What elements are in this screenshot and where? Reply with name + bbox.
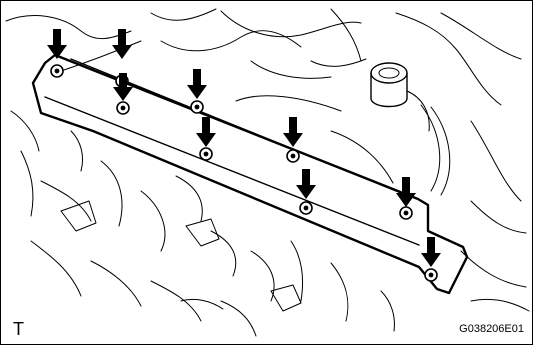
bolt-icon [190,100,204,114]
bolt-icon [199,147,213,161]
engine-cover [31,53,469,295]
engine-background [5,8,530,337]
down-arrow-icon [421,237,441,267]
down-arrow-icon [196,117,216,147]
bolt-icon [299,201,313,215]
bolt-icon [50,64,64,78]
bolts [50,64,438,282]
down-arrow-icon [283,117,303,147]
down-arrow-icon [187,69,207,99]
down-arrow-icon [113,73,133,101]
bolt-icon [286,149,300,163]
bolt-icon [399,206,413,220]
down-arrow-icon [296,169,316,199]
down-arrow-icon [396,177,416,207]
arrows [47,29,441,267]
bolt-icon [116,101,130,115]
bolt-icon [424,268,438,282]
down-arrow-icon [112,29,132,59]
down-arrow-icon [47,29,67,59]
corner-letter-label: T [13,319,24,339]
figure-code-label: G038206E01 [459,323,524,335]
